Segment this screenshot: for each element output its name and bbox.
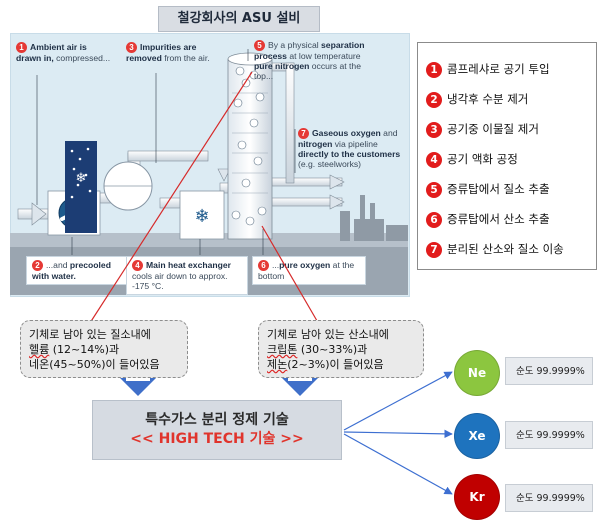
pointer-line-oxygen <box>261 225 321 327</box>
purity-xe: 순도 99.9999% <box>505 421 593 449</box>
steelworks-icon <box>340 195 408 241</box>
down-arrow-right <box>278 374 322 396</box>
pointer-line-nitrogen <box>87 71 253 327</box>
down-arrow-left <box>116 374 160 396</box>
callout-oxygen: 기체로 남아 있는 산소내에 크립톤 (30~33%)과 제논(2~3%)이 들… <box>258 320 424 378</box>
gas-circle-kr: Kr <box>454 474 500 520</box>
special-gas-tech-box: 특수가스 분리 정제 기술 << HIGH TECH 기술 >> <box>92 400 342 460</box>
svg-text:❄: ❄ <box>76 171 87 186</box>
heat-exchanger <box>179 190 225 240</box>
callout-nitrogen: 기체로 남아 있는 질소내에 헬륨 (12~14%)과 네온(45~50%)이 … <box>20 320 188 378</box>
main-box-title: 특수가스 분리 정제 기술 <box>145 412 289 428</box>
arrow-to-xe <box>343 429 453 439</box>
svg-text:❄: ❄ <box>194 206 209 227</box>
gas-circle-ne: Ne <box>454 350 500 396</box>
precooler <box>65 141 97 233</box>
purity-ne: 순도 99.9999% <box>505 357 593 385</box>
gas-circle-xe: Xe <box>454 413 500 459</box>
page-title: 철강회사의 ASU 설비 <box>158 6 320 32</box>
step-note-2: 2...and precooled with water. <box>26 256 130 285</box>
step-note-6: 6...pure oxygen at the bottom <box>252 256 366 285</box>
purity-kr: 순도 99.9999% <box>505 484 593 512</box>
main-box-subtitle: << HIGH TECH 기술 >> <box>130 431 304 447</box>
arrow-to-kr <box>343 433 453 495</box>
arrow-to-ne <box>343 371 453 431</box>
